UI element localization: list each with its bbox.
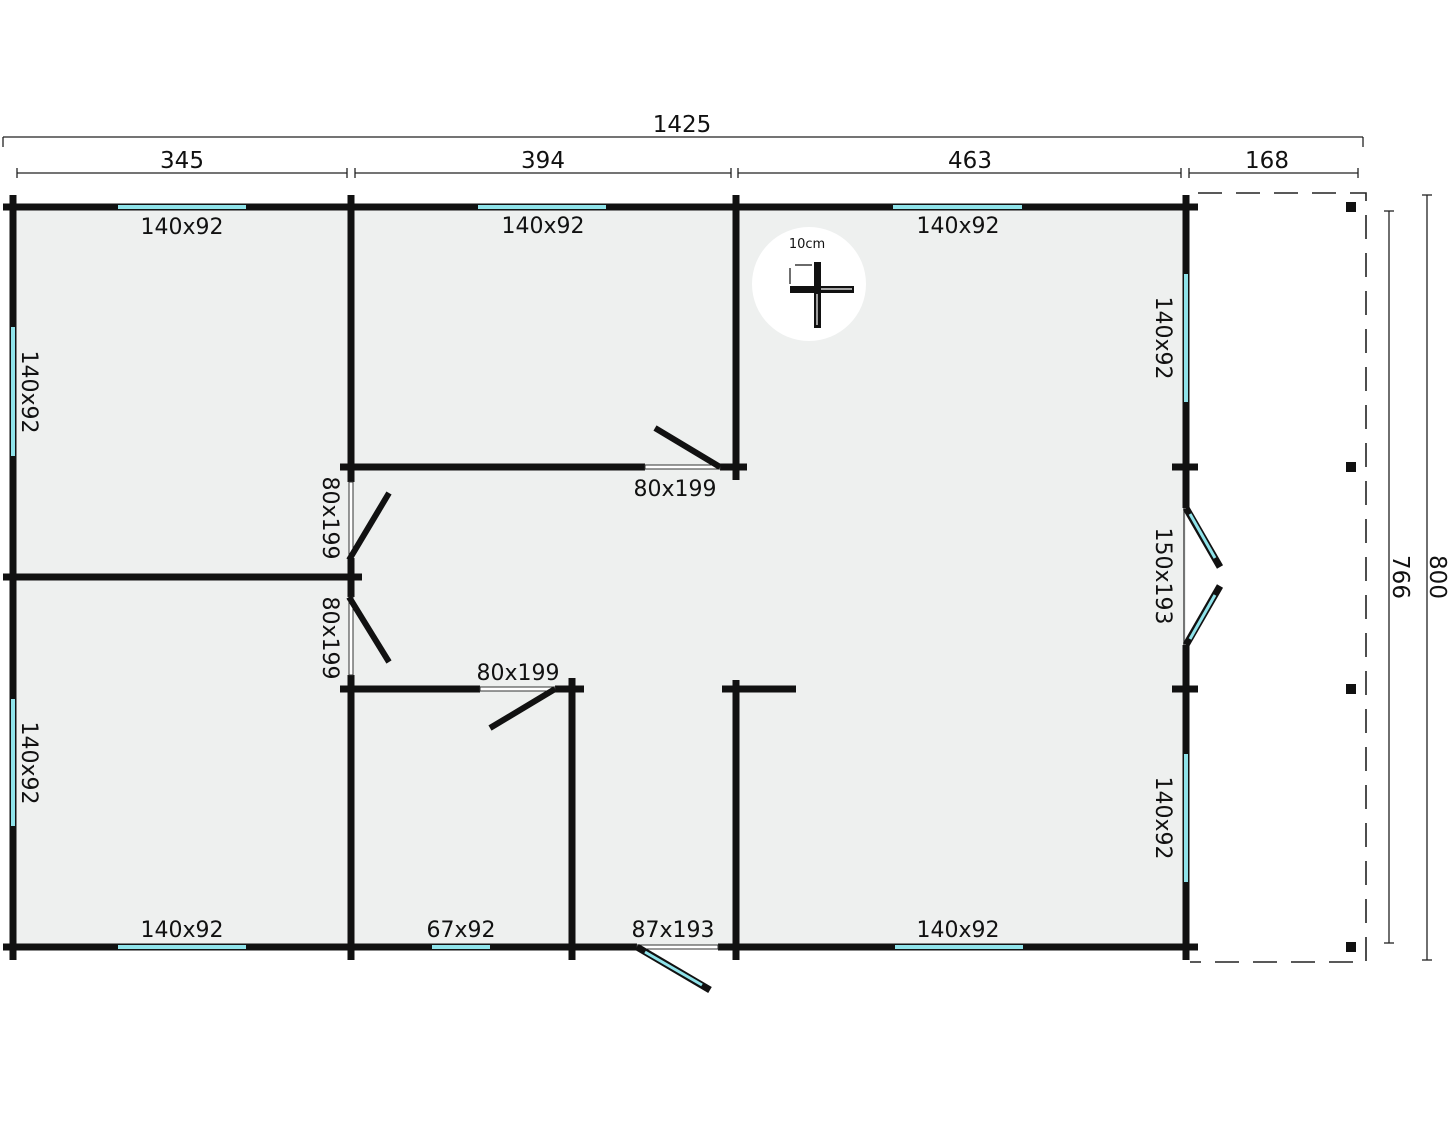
door-label: 80x199 — [317, 476, 342, 559]
window-label: 140x92 — [16, 350, 41, 433]
window-label: 140x92 — [916, 918, 999, 943]
porch-post — [1346, 684, 1356, 694]
doors — [346, 425, 1224, 994]
window-label: 67x92 — [426, 918, 495, 943]
window-label: 140x92 — [16, 721, 41, 804]
dimension-lines — [2, 136, 1432, 961]
porch-post — [1346, 202, 1356, 212]
porch-post — [1346, 462, 1356, 472]
segment-1-label: 345 — [160, 148, 204, 174]
door-label: 80x199 — [476, 661, 559, 686]
porch-post — [1346, 942, 1356, 952]
segment-2-label: 394 — [521, 148, 565, 174]
door-label: 150x193 — [1150, 527, 1175, 624]
segment-4-label: 168 — [1245, 148, 1289, 174]
window-label: 140x92 — [1150, 296, 1175, 379]
window-label: 140x92 — [501, 214, 584, 239]
door-label: 80x199 — [633, 477, 716, 502]
wall-thickness-legend: 10cm — [752, 227, 866, 341]
window-label: 140x92 — [140, 918, 223, 943]
door-label: 87x193 — [631, 918, 714, 943]
total-width-label: 1425 — [653, 112, 712, 138]
window-label: 140x92 — [140, 215, 223, 240]
depth-total-label: 800 — [1424, 555, 1449, 599]
window-label: 140x92 — [916, 214, 999, 239]
depth-inner-label: 766 — [1387, 555, 1413, 599]
segment-3-label: 463 — [948, 148, 992, 174]
door-label: 80x199 — [317, 596, 342, 679]
windows — [9, 203, 1190, 951]
wall-thickness-label: 10cm — [789, 237, 825, 252]
window-label: 140x92 — [1150, 776, 1175, 859]
porch-outline — [1190, 192, 1367, 963]
